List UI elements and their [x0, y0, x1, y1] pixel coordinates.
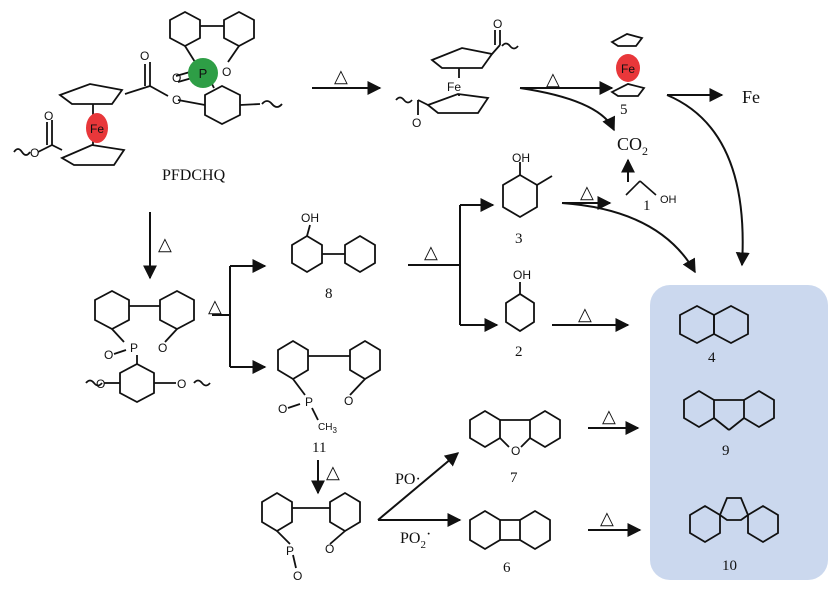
phosphorus-atom: P [199, 66, 208, 81]
phenylphenol-structure [291, 224, 376, 274]
iron-product: Fe [742, 87, 760, 107]
oxygen-atom: O [511, 444, 520, 458]
heat-symbol: △ [326, 462, 340, 482]
phenanthrene-structure [689, 497, 779, 544]
compound-label-4: 4 [708, 350, 716, 366]
phosphorus-highlight [188, 58, 218, 88]
ferrocene-5 [610, 33, 646, 97]
heat-symbol: △ [546, 69, 560, 89]
oxygen-atom: O [140, 49, 149, 63]
oxygen-atom: O [104, 348, 113, 362]
oxygen-atom: O [344, 394, 353, 408]
oxygen-atom: O [30, 146, 39, 160]
polymer-name: PFDCHQ [162, 167, 226, 184]
heat-symbol: △ [334, 66, 348, 86]
oxygen-atom: O [412, 116, 421, 130]
hydroxyl-label: OH [513, 268, 531, 282]
dibenzofuran-structure [469, 409, 561, 449]
biphenylene-structure [469, 509, 551, 551]
phosphorus-atom: P [130, 341, 138, 355]
compound-label-6: 6 [503, 560, 511, 576]
compound-label-11: 11 [312, 440, 326, 456]
po2-radical-label: PO2· [400, 526, 431, 551]
oxygen-atom: O [172, 71, 181, 85]
dopo-radical-structure [261, 491, 361, 569]
heat-symbol: △ [208, 296, 222, 316]
oxygen-atom: O [158, 341, 167, 355]
methyl-label: CH3 [318, 422, 337, 435]
compound-label-2: 2 [515, 344, 523, 360]
hydroxyl-label: OH [512, 151, 530, 165]
oxygen-atom: O [278, 402, 287, 416]
iron-atom: Fe [90, 122, 104, 136]
compound-label-3: 3 [515, 231, 523, 247]
dopo-fragment-structure [85, 289, 211, 404]
heat-symbol: △ [578, 304, 592, 324]
oxygen-atom: O [96, 377, 105, 391]
o-cresol-structure [502, 162, 553, 219]
phosphorus-atom: P [286, 544, 294, 558]
oxygen-atom: O [493, 17, 502, 31]
co2-product: CO2 [617, 134, 648, 158]
heat-symbol: △ [600, 508, 614, 528]
oxygen-atom: O [293, 569, 302, 583]
heat-symbol: △ [424, 242, 438, 262]
pfdchq-structure [13, 10, 283, 166]
ethanol-structure [625, 180, 657, 196]
branch-lines [212, 205, 461, 367]
oxygen-atom: O [222, 65, 231, 79]
compound-label-5: 5 [620, 102, 628, 118]
hydroxyl-label: OH [301, 211, 319, 225]
final-products-panel [650, 285, 828, 580]
heat-symbol: △ [602, 406, 616, 426]
phosphorus-atom: P [305, 395, 313, 409]
methyl-dopo-structure [277, 339, 381, 421]
iron-highlight [86, 113, 108, 143]
phenol-structure [505, 282, 535, 333]
iron-atom: Fe [621, 62, 635, 76]
compound-label-1: 1 [643, 198, 651, 214]
reaction-arrows [143, 81, 750, 537]
heat-symbol: △ [580, 182, 594, 202]
oxygen-atom: O [172, 93, 181, 107]
iron-highlight [616, 54, 640, 82]
heat-symbol: △ [158, 234, 172, 254]
oxygen-atom: O [177, 377, 186, 391]
oxygen-atom: O [44, 109, 53, 123]
compound-label-10: 10 [722, 558, 737, 574]
compound-label-8: 8 [325, 286, 333, 302]
po-radical-label: PO· [395, 471, 421, 488]
iron-atom: Fe [447, 80, 461, 94]
naphthalene-structure [679, 304, 749, 345]
ferrocene-dicarbonyl [395, 30, 519, 115]
compound-label-9: 9 [722, 443, 730, 459]
hydroxyl-label: OH [660, 194, 677, 206]
oxygen-atom: O [325, 542, 334, 556]
fluorene-structure [683, 389, 775, 431]
compound-label-7: 7 [510, 470, 518, 486]
